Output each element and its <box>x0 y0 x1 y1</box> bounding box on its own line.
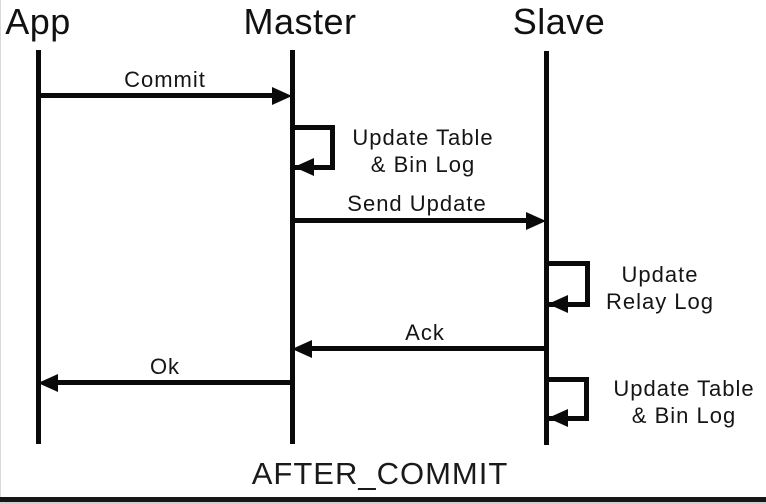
message-label-update-table-master: Update Table & Bin Log <box>343 124 503 178</box>
lifeline-app <box>36 50 41 444</box>
message-label-ack: Ack <box>405 320 445 345</box>
arrowhead-left-icon <box>548 295 568 313</box>
message-label-line1: Update Table <box>352 125 494 150</box>
bottom-border-shadow <box>0 502 766 504</box>
message-label-line1: Update <box>621 262 699 287</box>
arrowhead-left-icon <box>548 409 568 427</box>
message-arrow-send-update <box>292 218 528 223</box>
message-label-line1: Update Table <box>613 376 755 401</box>
message-label-ok: Ok <box>149 354 181 379</box>
message-arrow-ack <box>310 346 546 351</box>
message-label-commit: Commit <box>124 67 206 92</box>
arrowhead-left-icon <box>38 374 58 392</box>
actor-label-app: App <box>5 1 71 42</box>
message-label-line2: Relay Log <box>605 289 715 314</box>
arrowhead-left-icon <box>292 340 312 358</box>
message-arrow-ok <box>56 380 292 385</box>
message-label-update-relay: Update Relay Log <box>580 261 740 315</box>
self-loop-slave-relay <box>546 261 590 307</box>
actor-label-slave: Slave <box>512 1 606 42</box>
arrowhead-right-icon <box>272 87 292 105</box>
message-label-line2: & Bin Log <box>631 403 737 428</box>
arrowhead-left-icon <box>294 158 314 176</box>
lifeline-master <box>290 50 295 444</box>
message-arrow-commit <box>38 93 274 98</box>
lifeline-slave <box>544 51 549 445</box>
message-label-send-update: Send Update <box>347 191 487 216</box>
bottom-border <box>0 497 766 502</box>
diagram-title: AFTER_COMMIT <box>251 456 509 491</box>
actor-label-master: Master <box>243 1 357 42</box>
message-label-line2: & Bin Log <box>370 152 476 177</box>
message-label-update-table-slave: Update Table & Bin Log <box>604 375 764 429</box>
arrowhead-right-icon <box>526 212 546 230</box>
left-edge-artifact <box>0 0 1 504</box>
